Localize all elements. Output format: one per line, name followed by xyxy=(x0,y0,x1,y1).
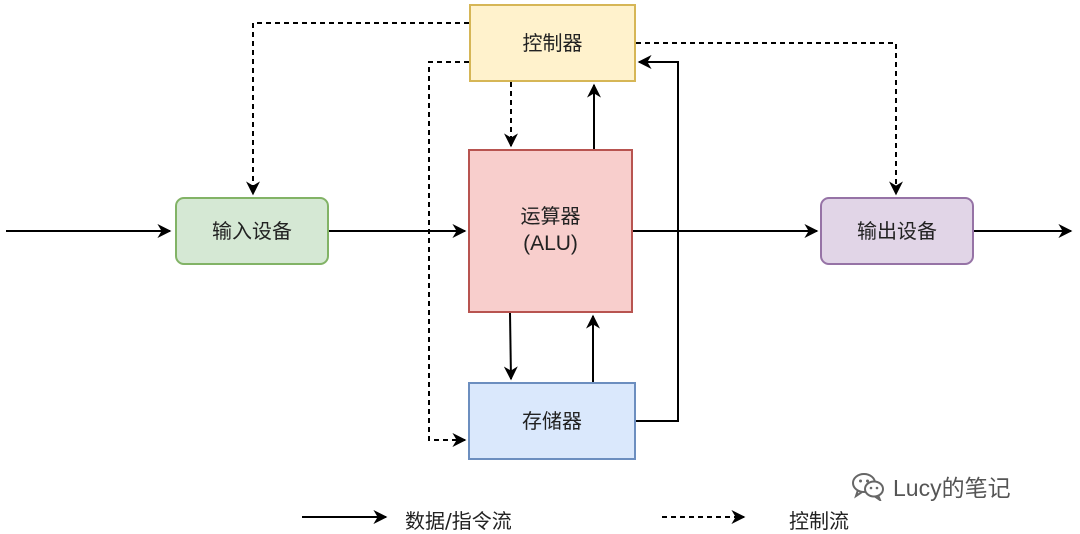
alu-node: 运算器 (ALU) xyxy=(468,149,633,313)
controller-label: 控制器 xyxy=(522,30,583,55)
watermark-text: Lucy的笔记 xyxy=(893,475,1011,501)
controller-node: 控制器 xyxy=(469,4,636,82)
memory-label: 存储器 xyxy=(522,408,582,433)
ctrl-edge-controller-to-input xyxy=(246,22,469,196)
memory-node: 存储器 xyxy=(468,382,636,460)
alu-abbreviation: (ALU) xyxy=(523,232,578,256)
ctrl-edge-controller-to-output xyxy=(636,42,903,196)
input-device-label: 输入设备 xyxy=(212,218,292,243)
input-device-node: 输入设备 xyxy=(175,197,329,265)
output-device-label: 输出设备 xyxy=(857,218,937,243)
wechat-icon xyxy=(852,473,884,501)
watermark: Lucy的笔记 xyxy=(851,469,1011,503)
alu-label: 运算器 xyxy=(520,204,581,229)
ctrl-edge-controller-to-memory xyxy=(428,61,469,447)
edge-memory-to-controller xyxy=(636,55,679,422)
legend-data-flow-label: 数据/指令流 xyxy=(405,509,512,533)
legend-control-flow-label: 控制流 xyxy=(789,509,849,533)
output-device-node: 输出设备 xyxy=(820,197,974,265)
edge-alu-to-memory xyxy=(503,312,518,381)
